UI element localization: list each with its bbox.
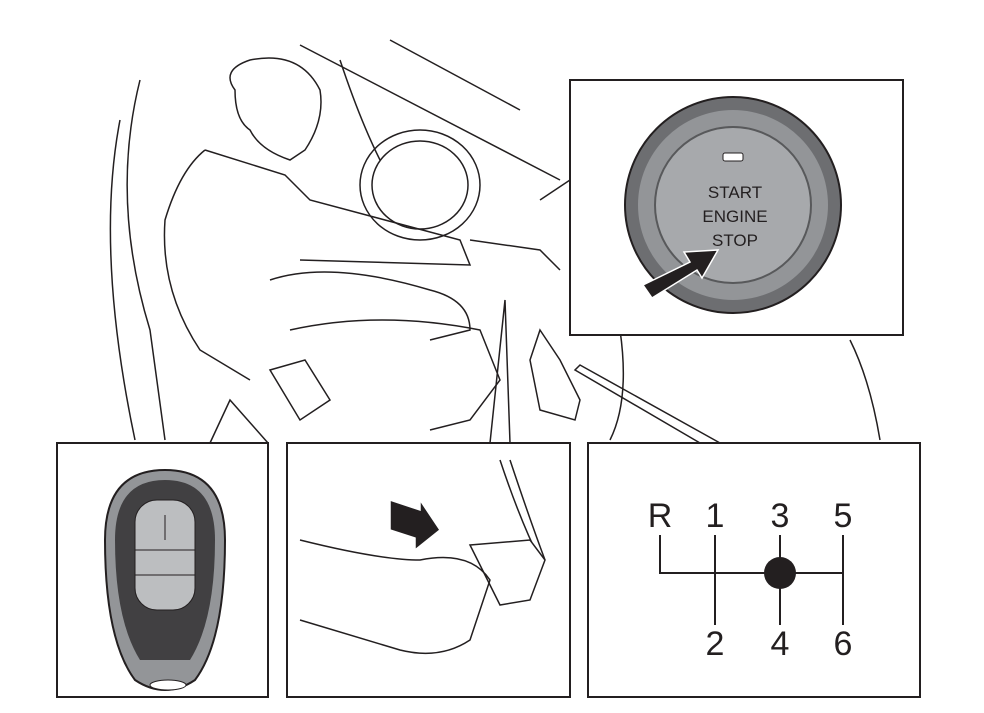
gear-label-4: 4 xyxy=(771,625,790,663)
gear-label-2: 2 xyxy=(706,625,725,663)
gear-label-6: 6 xyxy=(834,625,853,663)
gear-label-r: R xyxy=(648,497,673,535)
gear-label-5: 5 xyxy=(834,497,853,535)
button-label-start: START xyxy=(708,183,762,202)
push-arrow-icon xyxy=(389,497,442,552)
gear-position-marker xyxy=(764,557,796,589)
inset-gear-pattern: R 1 3 5 2 4 6 xyxy=(587,442,921,698)
inset-start-button: START ENGINE STOP xyxy=(569,79,904,336)
indicator-light xyxy=(722,152,744,162)
button-label-engine: ENGINE xyxy=(702,207,767,226)
inset-smart-key xyxy=(56,442,269,698)
button-label-stop: STOP xyxy=(712,231,758,250)
press-arrow-icon xyxy=(641,249,720,300)
gear-label-3: 3 xyxy=(771,497,790,535)
driver-scene xyxy=(109,39,881,444)
gear-label-1: 1 xyxy=(706,497,725,535)
start-button-face xyxy=(654,126,812,284)
inset-clutch-pedal xyxy=(286,442,571,698)
